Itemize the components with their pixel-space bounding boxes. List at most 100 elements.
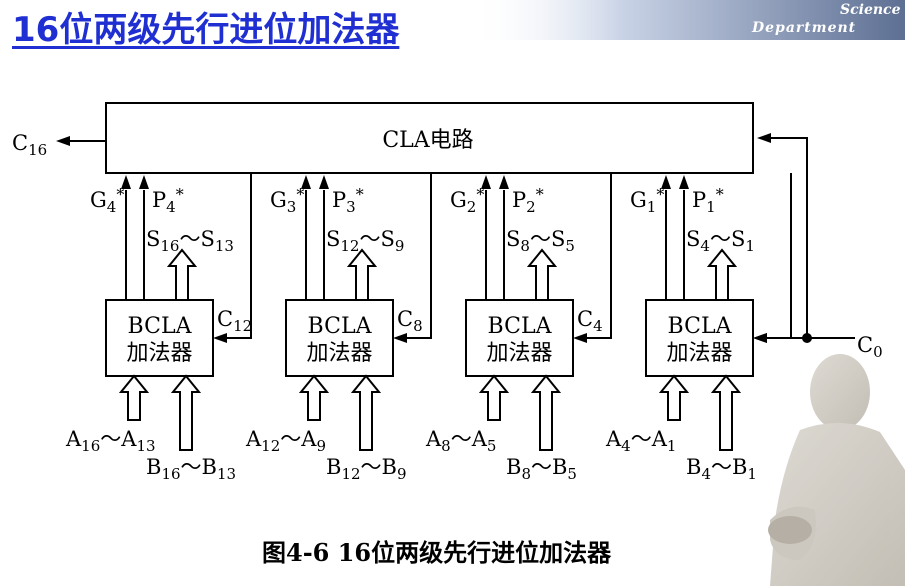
group-3-p-arrowhead (499, 175, 509, 189)
group-3-a-label: A8～A5 (425, 427, 496, 455)
c0-to-cla-line (765, 137, 808, 338)
group-3-p-label-part: P (512, 188, 526, 212)
cla-box (105, 102, 754, 174)
group-1-a-label-part: ～ (100, 427, 121, 451)
group-2-b-label-part: 9 (397, 465, 407, 483)
group-1-b-label-part: B (202, 455, 217, 479)
group-4-g-label-part: 1 (647, 198, 657, 216)
group-4-a-label: A4～A1 (605, 427, 676, 455)
top-banner (470, 0, 905, 40)
group-3-p-label-part: * (536, 185, 544, 204)
group-2-a-label-part: 12 (261, 437, 280, 455)
group-3-adder-label: 加法器 (486, 341, 552, 366)
cla-label: CLA电路 (382, 128, 473, 153)
group-1-g-label-part: * (116, 185, 124, 204)
group-3-a-arrow (478, 374, 510, 421)
group-2-s-label: S12～S9 (326, 227, 404, 255)
group-3-g-label: G2* (450, 185, 484, 216)
c0-label-part: 0 (873, 343, 883, 361)
group-2-bcla-label: BCLA (308, 314, 373, 339)
group-1-carry-line (227, 173, 252, 339)
group-1-s-label-part: S (200, 227, 214, 251)
group-4-p-label-part: * (716, 185, 724, 204)
group-4-b-label-part: 1 (747, 465, 757, 483)
group-1-s-arrow (166, 248, 198, 301)
c16-label: C16 (12, 131, 47, 159)
group-1-a-label-part: A (65, 427, 82, 451)
group-2-a-label-part: A (300, 427, 317, 451)
group-2-g-label: G3* (270, 185, 304, 216)
group-4-g-arrowhead (661, 175, 671, 189)
group-1-g-arrowhead (121, 175, 131, 189)
group-4-a-label-part: ～ (631, 427, 652, 451)
group-3-bcla-box (465, 299, 574, 377)
group-2-b-label-part: B (326, 455, 341, 479)
group-4-carry-line (767, 173, 792, 339)
group-4-s-label: S4～S1 (686, 227, 755, 255)
group-2-p-label-part: * (356, 185, 364, 204)
group-3-b-label-part: B (506, 455, 521, 479)
group-3-a-label-part: 5 (487, 437, 497, 455)
group-2-g-label-part: 3 (287, 198, 297, 216)
group-1-carry-label: C12 (217, 307, 252, 335)
group-4-b-label-part: B (732, 455, 747, 479)
group-4-g-label-part: G (630, 188, 647, 212)
group-3-s-label-part: 5 (565, 237, 575, 255)
group-1-carry-label-part: 12 (233, 317, 252, 335)
group-2-s-label-part: 12 (340, 237, 359, 255)
group-4-s-label-part: 4 (700, 237, 710, 255)
group-4-g-label: G1* (630, 185, 664, 216)
group-3-s-label-part: S (551, 227, 565, 251)
group-2-a-label-part: 9 (316, 437, 326, 455)
group-3-carry-arrowhead (573, 333, 587, 343)
group-3-s-label-part: ～ (530, 227, 551, 251)
group-4-b-label-part: ～ (711, 455, 732, 479)
group-1-s-label-part: S (146, 227, 160, 251)
banner-text-2: Department (751, 20, 856, 36)
group-2-carry-label: C8 (397, 307, 423, 335)
group-2-a-label: A12～A9 (245, 427, 326, 455)
group-2-s-label-part: 9 (395, 237, 405, 255)
group-1-a-label: A16～A13 (65, 427, 156, 455)
group-1-a-arrow (118, 374, 150, 421)
group-3-s-label: S8～S5 (506, 227, 575, 255)
c0-cla-arrowhead (757, 133, 771, 143)
group-3-p-label-part: 2 (526, 198, 536, 216)
figure-caption: 图4-6 16位两级先行进位加法器 (262, 538, 612, 567)
group-2-g-label-part: G (270, 188, 287, 212)
group-2-s-label-part: S (380, 227, 394, 251)
group-4-a-arrow (658, 374, 690, 421)
group-1-b-arrow (170, 374, 202, 451)
group-2-b-arrow (350, 374, 382, 451)
group-2-s-label-part: ～ (359, 227, 380, 251)
group-4-s-label-part: ～ (710, 227, 731, 251)
c16-arrowhead (56, 136, 70, 146)
group-1-p-label-part: * (176, 185, 184, 204)
group-1-g-label: G4* (90, 185, 124, 216)
slide-title: 16位两级先行进位加法器 (12, 10, 400, 50)
group-1-p-label: P4* (152, 185, 184, 216)
group-1-carry-arrowhead (213, 333, 227, 343)
group-3-a-label-part: A (425, 427, 442, 451)
group-1-a-label-part: 16 (81, 437, 100, 455)
group-3-g-label-part: G (450, 188, 467, 212)
group-2-bcla-box (285, 299, 394, 377)
group-1-p-label-part: 4 (166, 198, 176, 216)
group-3-g-label-part: * (476, 185, 484, 204)
group-1-adder-label: 加法器 (126, 341, 192, 366)
group-3-a-label-part: 8 (441, 437, 451, 455)
group-2-p-label: P3* (332, 185, 364, 216)
group-3-carry-line (587, 173, 612, 339)
group-3-carry-label-part: C (577, 307, 593, 331)
group-1-g-label-part: G (90, 188, 107, 212)
group-3-bcla-label: BCLA (488, 314, 553, 339)
group-3-s-label-part: 8 (520, 237, 530, 255)
group-4-s-label-part: 1 (745, 237, 755, 255)
group-4-p-label-part: P (692, 188, 706, 212)
group-3-s-arrow (526, 248, 558, 301)
group-2-b-label-part: ～ (361, 455, 382, 479)
group-3-carry-label-part: 4 (593, 317, 603, 335)
group-4-bcla-box (645, 299, 754, 377)
